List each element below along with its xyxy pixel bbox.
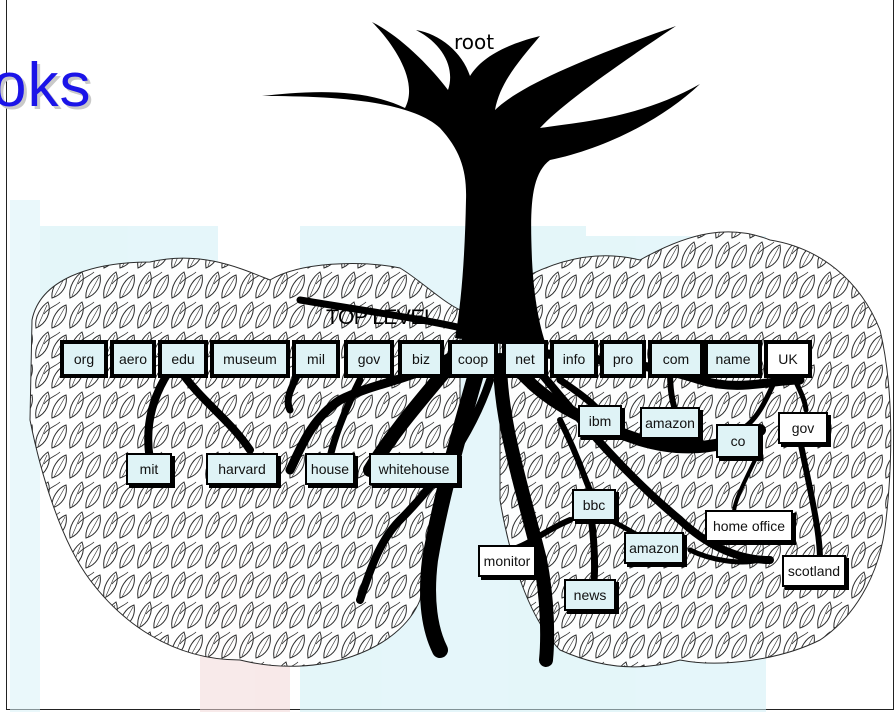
node-mit: mit (126, 453, 172, 485)
tld-museum: museum (210, 340, 290, 378)
tld-aero: aero (110, 340, 156, 378)
tld-edu: edu (158, 340, 208, 378)
node-house: house (305, 453, 355, 485)
node-news: news (564, 579, 616, 611)
node-ibm: ibm (578, 405, 622, 437)
trunk (262, 22, 700, 350)
tld-net: net (502, 340, 548, 378)
tld-org: org (60, 340, 108, 378)
root-label: root (454, 30, 495, 54)
tld-name: name (704, 340, 762, 378)
tld-coop: coop (448, 340, 498, 378)
node-bbc: bbc (572, 489, 616, 521)
tld-uk: UK (764, 340, 812, 378)
node-scotland: scotland (782, 555, 846, 587)
node-monitor: monitor (478, 545, 536, 577)
slide-title: oks (0, 51, 92, 120)
node-gov-uk: gov (778, 412, 828, 444)
node-harvard: harvard (206, 453, 278, 485)
tld-gov: gov (344, 340, 394, 378)
node-amazon-co: amazon (624, 532, 684, 564)
tld-info: info (550, 340, 598, 378)
node-whitehouse: whitehouse (369, 453, 459, 485)
top-level-label: TOP LEVEL (326, 306, 436, 329)
node-co: co (716, 424, 760, 458)
tld-pro: pro (600, 340, 646, 378)
node-home-office: home office (705, 510, 793, 542)
tld-mil: mil (292, 340, 340, 378)
tld-com: com (648, 340, 704, 378)
tld-biz: biz (398, 340, 444, 378)
node-amazon-com: amazon (640, 407, 700, 439)
